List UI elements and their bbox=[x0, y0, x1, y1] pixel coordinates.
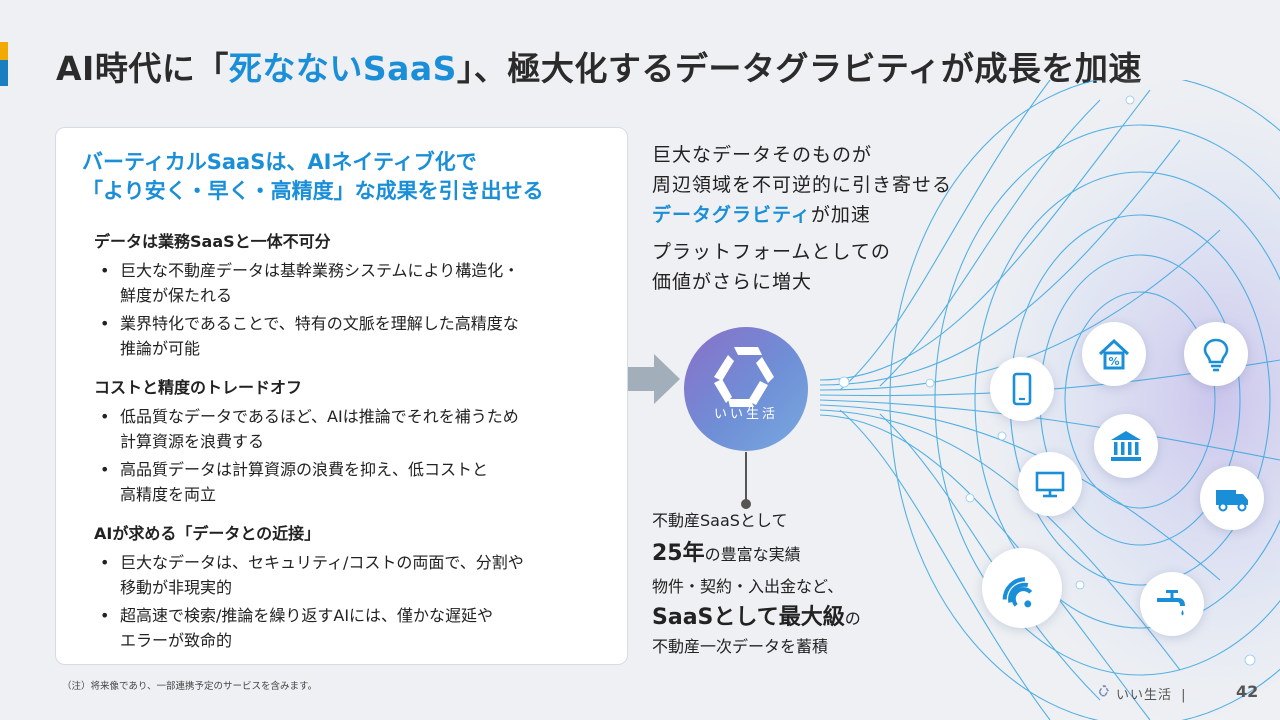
section-title: データは業務SaaSと一体不可分 bbox=[94, 232, 331, 251]
house-percent-icon: % bbox=[1082, 322, 1146, 386]
section-title: AIが求める「データとの近接」 bbox=[94, 524, 321, 543]
card-heading: バーティカルSaaSは、AIネイティブ化で 「より安く・早く・高精度」な成果を引… bbox=[82, 150, 544, 203]
lightbulb-icon bbox=[1184, 322, 1248, 386]
footer-brand: いい生活 | bbox=[1116, 688, 1187, 703]
smartphone-icon bbox=[990, 357, 1054, 421]
section-data-proximity: AIが求める「データとの近接」 巨大なデータは、セキュリティ/コストの両面で、分… bbox=[94, 520, 614, 657]
section-cost-accuracy: コストと精度のトレードオフ 低品質なデータであるほど、AIは推論でそれを補うため… bbox=[94, 374, 614, 511]
page-title: AI時代に「死なないSaaS」、極大化するデータグラビティが成長を加速 bbox=[56, 49, 1142, 88]
page-number: 42 bbox=[1236, 682, 1259, 701]
svg-text:%: % bbox=[1108, 355, 1119, 368]
section-title: コストと精度のトレードオフ bbox=[94, 378, 303, 397]
data-gravity-vortex bbox=[820, 80, 1280, 720]
truck-icon bbox=[1200, 466, 1264, 530]
footnote: （注）将来像であり、一部連携予定のサービスを含みます。 bbox=[62, 681, 318, 692]
bullet-item: 巨大な不動産データは基幹業務システムにより構造化・鮮度が保たれる bbox=[94, 259, 614, 308]
faucet-icon bbox=[1140, 572, 1204, 636]
monitor-icon bbox=[1018, 452, 1082, 516]
connector-dot bbox=[741, 499, 751, 509]
logo-mark-icon bbox=[714, 347, 774, 407]
right-arrow-icon bbox=[628, 354, 680, 404]
bank-icon bbox=[1094, 414, 1158, 478]
gravity-description: 巨大なデータそのものが 周辺領域を不可逆的に引き寄せる データグラビティが加速 bbox=[652, 144, 953, 226]
logo-text: いい生活 bbox=[713, 407, 778, 422]
company-logo-badge: いい生活 bbox=[684, 327, 808, 451]
platform-value-text: プラットフォームとしての 価値がさらに増大 bbox=[652, 241, 891, 293]
section-data-inseparable: データは業務SaaSと一体不可分 巨大な不動産データは基幹業務システムにより構造… bbox=[94, 228, 614, 365]
track-record-text: 不動産SaaSとして 25年の豊富な実績 bbox=[652, 511, 801, 566]
info-card: バーティカルSaaSは、AIネイティブ化で 「より安く・早く・高精度」な成果を引… bbox=[55, 127, 628, 665]
connector-line bbox=[745, 452, 747, 502]
title-accent-bar bbox=[0, 42, 8, 86]
data-accumulation-text: 物件・契約・入出金など、 SaaSとして最大級の 不動産一次データを蓄積 bbox=[652, 577, 861, 656]
wifi-icon bbox=[982, 548, 1062, 628]
footer-logo-icon bbox=[1098, 685, 1109, 697]
